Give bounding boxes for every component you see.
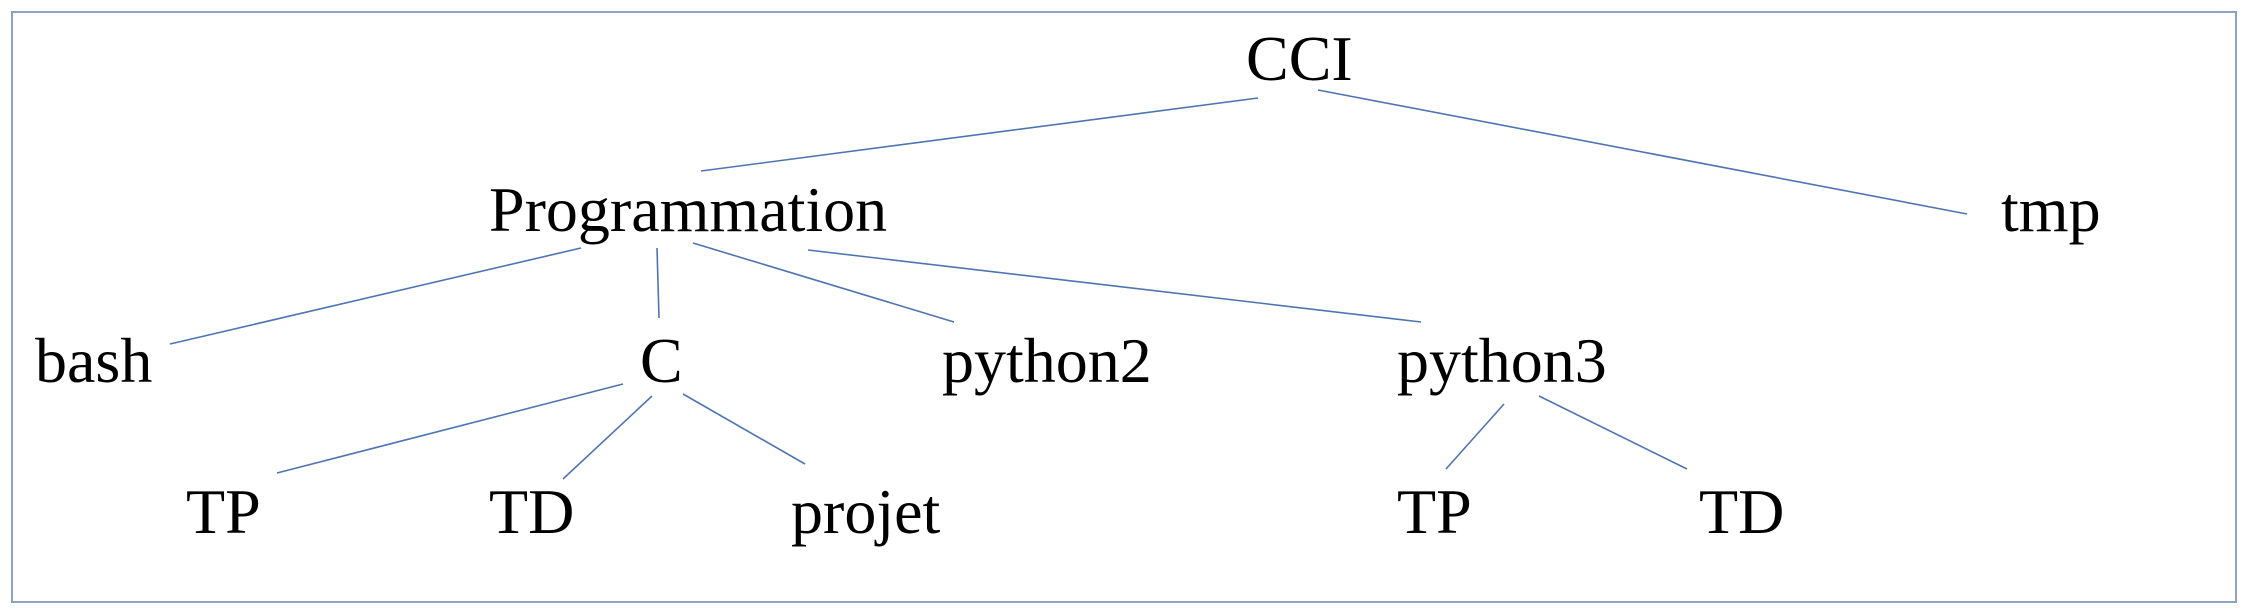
node-c: C [640,325,683,396]
edge-programmation-bash [169,247,582,345]
edge-cci-programmation [700,97,1259,172]
diagram-frame [11,11,2237,603]
node-cci: CCI [1246,23,1353,94]
edge-c-projet [682,393,806,465]
node-py3-tp: TP [1397,476,1472,547]
node-py3-td: TD [1699,476,1784,547]
node-tmp: tmp [2001,174,2101,245]
edge-programmation-python3 [807,249,1422,323]
node-c-tp: TP [186,476,261,547]
edge-programmation-c [656,247,660,319]
edge-c-td [562,395,653,480]
edge-programmation-python2 [692,242,955,323]
edge-python3-td [1538,395,1688,470]
node-python3: python3 [1397,325,1607,396]
edges-group [169,89,1968,480]
edge-cci-tmp [1317,89,1968,215]
node-c-projet: projet [791,476,941,547]
node-bash: bash [35,325,152,396]
node-c-td: TD [489,476,574,547]
nodes-group: CCI Programmation tmp bash C python2 pyt… [35,23,2101,547]
node-programmation: Programmation [489,174,887,245]
node-python2: python2 [942,325,1152,396]
edge-python3-tp [1445,403,1505,470]
edge-c-tp [276,383,624,474]
